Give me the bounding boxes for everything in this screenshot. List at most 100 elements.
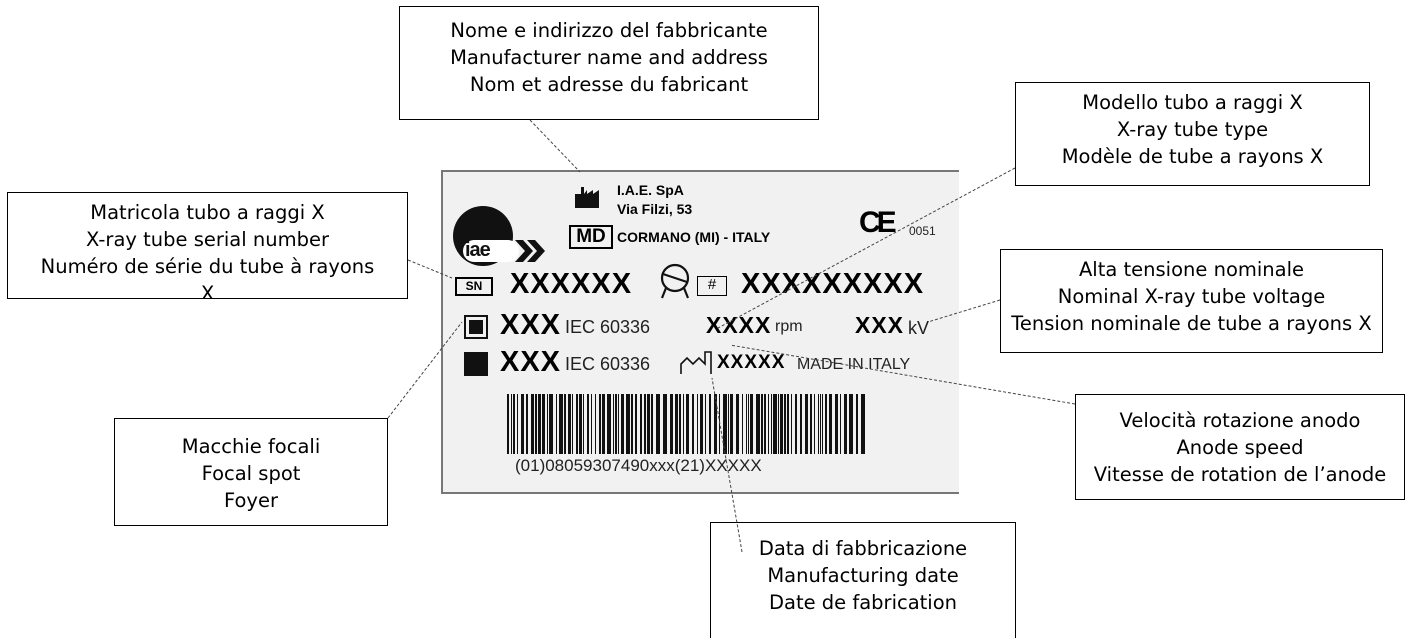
- barcode-bar: [719, 394, 720, 454]
- factory-icon: [575, 187, 599, 208]
- voltage-unit: kV: [908, 318, 930, 338]
- callout-tube-type-en: X-ray tube type: [1116, 118, 1269, 141]
- barcode-bar: [856, 394, 858, 454]
- barcode-bar: [810, 394, 812, 454]
- barcode-bar: [829, 394, 832, 454]
- barcode-bar: [705, 394, 706, 454]
- barcode-bar: [844, 394, 847, 454]
- model-value: XXXXXXXXX: [741, 268, 925, 300]
- barcode-bar: [607, 394, 611, 454]
- barcode-bar: [773, 394, 777, 454]
- barcode-bar: [579, 394, 582, 454]
- barcode-bar: [526, 394, 528, 454]
- manufacturer-company: I.A.E. SpA: [617, 182, 684, 198]
- barcode-bar: [778, 394, 779, 454]
- barcode-bar: [692, 394, 694, 454]
- barcode-bar: [784, 394, 786, 454]
- manufacturing-date-icon: [680, 351, 712, 374]
- callout-serial-it: Matricola tubo a raggi X: [90, 201, 325, 224]
- manufacturer-city: CORMANO (MI) - ITALY: [617, 229, 771, 245]
- barcode-bar: [556, 394, 557, 454]
- hash-tag: #: [697, 276, 727, 296]
- large-focal-spot-icon: [464, 352, 488, 376]
- product-label: iae I.A.E. SpA Via Filzi, 53 MD CORMANO …: [441, 170, 959, 494]
- callout-date-it: Data di fabbricazione: [758, 537, 968, 560]
- barcode-bar: [679, 394, 681, 454]
- leader-manufacturer: [529, 119, 581, 173]
- date-value: XXXXX: [717, 352, 786, 373]
- barcode-bar: [640, 394, 642, 454]
- barcode-bar: [780, 394, 783, 454]
- barcode-bar: [631, 394, 633, 454]
- barcode-bar: [559, 394, 563, 454]
- barcode-bar: [861, 394, 865, 454]
- barcode-text: (01)08059307490xxx(21)XXXXX: [515, 456, 762, 475]
- barcode-bar: [787, 394, 789, 454]
- barcode-bar: [791, 394, 792, 454]
- focal2-value: XXX: [500, 346, 562, 378]
- focal1-value: XXX: [500, 309, 562, 341]
- barcode-bar: [564, 394, 566, 454]
- barcode-bar: [599, 394, 601, 454]
- barcode-bar: [531, 394, 534, 454]
- barcode-bar: [835, 394, 838, 454]
- barcode-bar: [568, 394, 571, 454]
- callout-serial-number: Matricola tubo a raggi X X-ray tube seri…: [7, 192, 408, 299]
- barcode-bar: [686, 394, 689, 454]
- origin-text: MADE IN ITALY: [797, 356, 911, 373]
- callout-anode-speed: Velocità rotazione anodo Anode speed Vit…: [1075, 394, 1405, 500]
- barcode-bar: [800, 394, 802, 454]
- barcode-bar: [736, 394, 739, 454]
- barcode-bar: [602, 394, 605, 454]
- callout-voltage-fr: Tension nominale de tube a rayons X: [1011, 312, 1372, 335]
- barcode: [507, 394, 865, 454]
- barcode-bar: [663, 394, 667, 454]
- barcode-bar: [761, 394, 763, 454]
- barcode-bar: [542, 394, 545, 454]
- barcode-bar: [700, 394, 703, 454]
- barcode-bar: [723, 394, 727, 454]
- iae-logo-graphic: [453, 206, 545, 266]
- focal2-standard: IEC 60336: [565, 354, 651, 374]
- barcode-bar: [507, 394, 509, 454]
- barcode-bar: [756, 394, 760, 454]
- serial-value: XXXXXX: [510, 268, 633, 300]
- barcode-bar: [576, 394, 578, 454]
- barcode-bar: [538, 394, 541, 454]
- barcode-bar: [613, 394, 614, 454]
- barcode-bar: [644, 394, 646, 454]
- manufacturer-address: I.A.E. SpA Via Filzi, 53: [617, 181, 692, 219]
- callout-serial-fr-cont: X: [200, 282, 215, 299]
- barcode-bar: [764, 394, 766, 454]
- callout-tube-type: Modello tubo a raggi X X-ray tube type M…: [1015, 82, 1370, 186]
- barcode-bar: [750, 394, 753, 454]
- barcode-bar: [547, 394, 548, 454]
- speed-unit: rpm: [775, 318, 803, 335]
- barcode-bar: [728, 394, 729, 454]
- barcode-bar: [795, 394, 797, 454]
- focal1-standard: IEC 60336: [565, 317, 651, 337]
- barcode-bar: [517, 394, 518, 454]
- ce-number: 0051: [909, 224, 936, 238]
- manufacturer-street: Via Filzi, 53: [617, 201, 693, 217]
- barcode-bar: [549, 394, 553, 454]
- barcode-bar: [670, 394, 673, 454]
- callout-tube-type-fr: Modèle de tube a rayons X: [1061, 145, 1324, 168]
- callout-manufacturer-it: Nome e indirizzo del fabbricante: [450, 19, 768, 42]
- barcode-bar: [618, 394, 619, 454]
- barcode-bar: [818, 394, 819, 454]
- barcode-bar: [742, 394, 743, 454]
- sn-tag: SN: [455, 277, 493, 296]
- barcode-bar: [768, 394, 769, 454]
- barcode-bar: [626, 394, 630, 454]
- ce-mark: CE: [859, 206, 897, 239]
- callout-focal-spot: Macchie focali Focal spot Foyer: [114, 418, 388, 526]
- barcode-bar: [511, 394, 512, 454]
- iae-logo-text: iae: [465, 239, 491, 261]
- barcode-bar: [771, 394, 772, 454]
- barcode-bar: [651, 394, 653, 454]
- callout-focal-it: Macchie focali: [181, 435, 321, 458]
- voltage-value: XXX: [855, 312, 905, 338]
- callout-manufacturing-date: Data di fabbricazione Manufacturing date…: [710, 522, 1016, 638]
- callout-voltage-it: Alta tensione nominale: [1078, 258, 1305, 281]
